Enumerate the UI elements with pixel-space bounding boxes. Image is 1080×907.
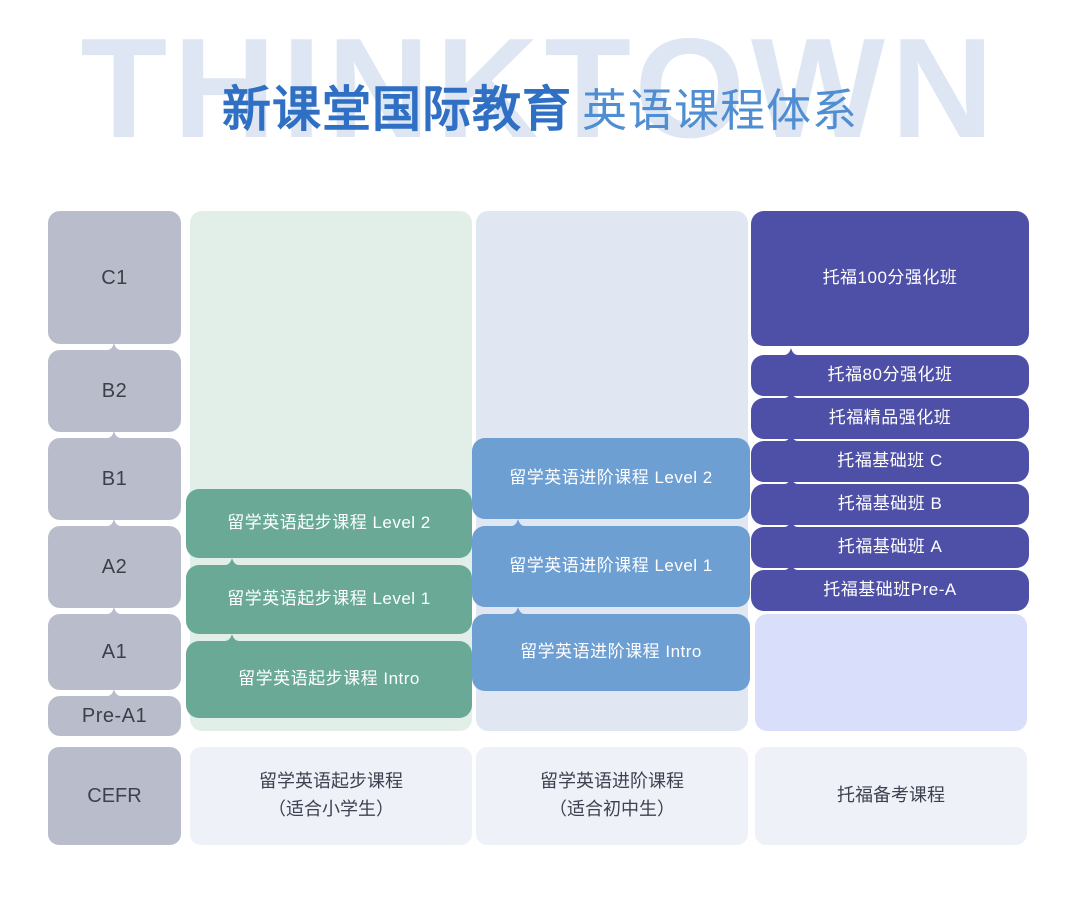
puzzle-notch-icon bbox=[97, 429, 131, 443]
legend-line-1: 留学英语进阶课程 bbox=[540, 771, 684, 792]
course-label: 留学英语进阶课程 Level 2 bbox=[509, 468, 713, 488]
puzzle-notch-icon bbox=[97, 341, 131, 355]
puzzle-notch-icon bbox=[215, 556, 249, 570]
page-title-sub: 英语课程体系 bbox=[582, 85, 859, 136]
legend-track-toefl: 托福备考课程 bbox=[755, 747, 1027, 845]
course-block-intermediate-level2[interactable]: 留学英语进阶课程 Level 2 bbox=[472, 438, 750, 519]
cefr-level-b1[interactable]: B1 bbox=[48, 431, 181, 520]
course-label: 留学英语进阶课程 Intro bbox=[520, 642, 702, 662]
legend-line-2: （适合初中生） bbox=[549, 799, 675, 819]
course-label: 留学英语起步课程 Level 2 bbox=[227, 513, 431, 533]
puzzle-notch-icon bbox=[215, 632, 249, 646]
legend-line-2: （适合小学生） bbox=[268, 799, 394, 819]
puzzle-notch-icon bbox=[774, 432, 808, 446]
cefr-level-label: B1 bbox=[101, 468, 128, 490]
legend-track-beginner: 留学英语起步课程 （适合小学生） bbox=[190, 747, 472, 845]
course-block-toefl-basic-a[interactable]: 托福基础班 A bbox=[751, 520, 1029, 568]
puzzle-notch-icon bbox=[97, 605, 131, 619]
course-label: 托福基础班 A bbox=[837, 537, 943, 557]
course-label: 托福基础班 C bbox=[837, 451, 943, 471]
puzzle-notch-icon bbox=[774, 389, 808, 403]
course-label: 留学英语起步课程 Intro bbox=[238, 669, 420, 689]
course-block-intermediate-intro[interactable]: 留学英语进阶课程 Intro bbox=[472, 607, 750, 691]
page-title-main: 新课堂国际教育 bbox=[221, 83, 572, 137]
cefr-level-label: C1 bbox=[101, 266, 128, 289]
course-block-toefl-80[interactable]: 托福80分强化班 bbox=[751, 348, 1029, 396]
cefr-level-label: A2 bbox=[101, 556, 128, 578]
cefr-level-a2[interactable]: A2 bbox=[48, 519, 181, 608]
legend-label: CEFR bbox=[87, 784, 142, 807]
track-backdrop-toefl bbox=[755, 614, 1027, 731]
course-label: 留学英语进阶课程 Level 1 bbox=[509, 556, 713, 576]
puzzle-notch-icon bbox=[97, 517, 131, 531]
course-block-beginner-level1[interactable]: 留学英语起步课程 Level 1 bbox=[186, 558, 472, 634]
cefr-level-a1[interactable]: A1 bbox=[48, 607, 181, 690]
legend-text: 留学英语进阶课程 （适合初中生） bbox=[540, 768, 684, 824]
cefr-level-label: B2 bbox=[101, 380, 128, 402]
legend-text: 留学英语起步课程 （适合小学生） bbox=[259, 768, 403, 824]
puzzle-notch-icon bbox=[774, 475, 808, 489]
cefr-level-label: Pre-A1 bbox=[81, 705, 148, 727]
course-label: 托福100分强化班 bbox=[822, 268, 958, 288]
legend-track-intermediate: 留学英语进阶课程 （适合初中生） bbox=[476, 747, 748, 845]
course-block-toefl-premium[interactable]: 托福精品强化班 bbox=[751, 391, 1029, 439]
course-block-beginner-intro[interactable]: 留学英语起步课程 Intro bbox=[186, 634, 472, 718]
course-block-toefl-basic-b[interactable]: 托福基础班 B bbox=[751, 477, 1029, 525]
course-label: 托福精品强化班 bbox=[828, 408, 952, 428]
brand-watermark: THINKTOWN bbox=[80, 9, 1000, 168]
course-block-intermediate-level1[interactable]: 留学英语进阶课程 Level 1 bbox=[472, 519, 750, 607]
course-block-toefl-basic-c[interactable]: 托福基础班 C bbox=[751, 434, 1029, 482]
puzzle-notch-icon bbox=[97, 687, 131, 701]
page-header: THINKTOWN 新课堂国际教育英语课程体系 bbox=[0, 0, 1080, 196]
puzzle-notch-icon bbox=[501, 605, 535, 619]
puzzle-notch-icon bbox=[774, 346, 808, 360]
puzzle-notch-icon bbox=[774, 561, 808, 575]
legend-cefr: CEFR bbox=[48, 747, 181, 845]
course-label: 托福基础班 B bbox=[837, 494, 943, 514]
legend-text: 托福备考课程 bbox=[837, 782, 945, 810]
course-label: 托福80分强化班 bbox=[827, 365, 953, 385]
cefr-level-pre-a1[interactable]: Pre-A1 bbox=[48, 689, 181, 736]
course-block-toefl-basic-pre-a[interactable]: 托福基础班Pre-A bbox=[751, 563, 1029, 611]
puzzle-notch-icon bbox=[774, 518, 808, 532]
course-block-toefl-100[interactable]: 托福100分强化班 bbox=[751, 211, 1029, 346]
cefr-level-c1[interactable]: C1 bbox=[48, 211, 181, 344]
puzzle-notch-icon bbox=[501, 517, 535, 531]
page-title: 新课堂国际教育英语课程体系 bbox=[0, 70, 1080, 141]
legend-line-1: 留学英语起步课程 bbox=[259, 771, 403, 792]
course-block-beginner-level2[interactable]: 留学英语起步课程 Level 2 bbox=[186, 489, 472, 558]
cefr-level-label: A1 bbox=[101, 641, 128, 663]
course-label: 留学英语起步课程 Level 1 bbox=[227, 589, 431, 609]
course-label: 托福基础班Pre-A bbox=[823, 580, 957, 600]
cefr-level-b2[interactable]: B2 bbox=[48, 343, 181, 432]
legend-line-1: 托福备考课程 bbox=[837, 785, 945, 806]
